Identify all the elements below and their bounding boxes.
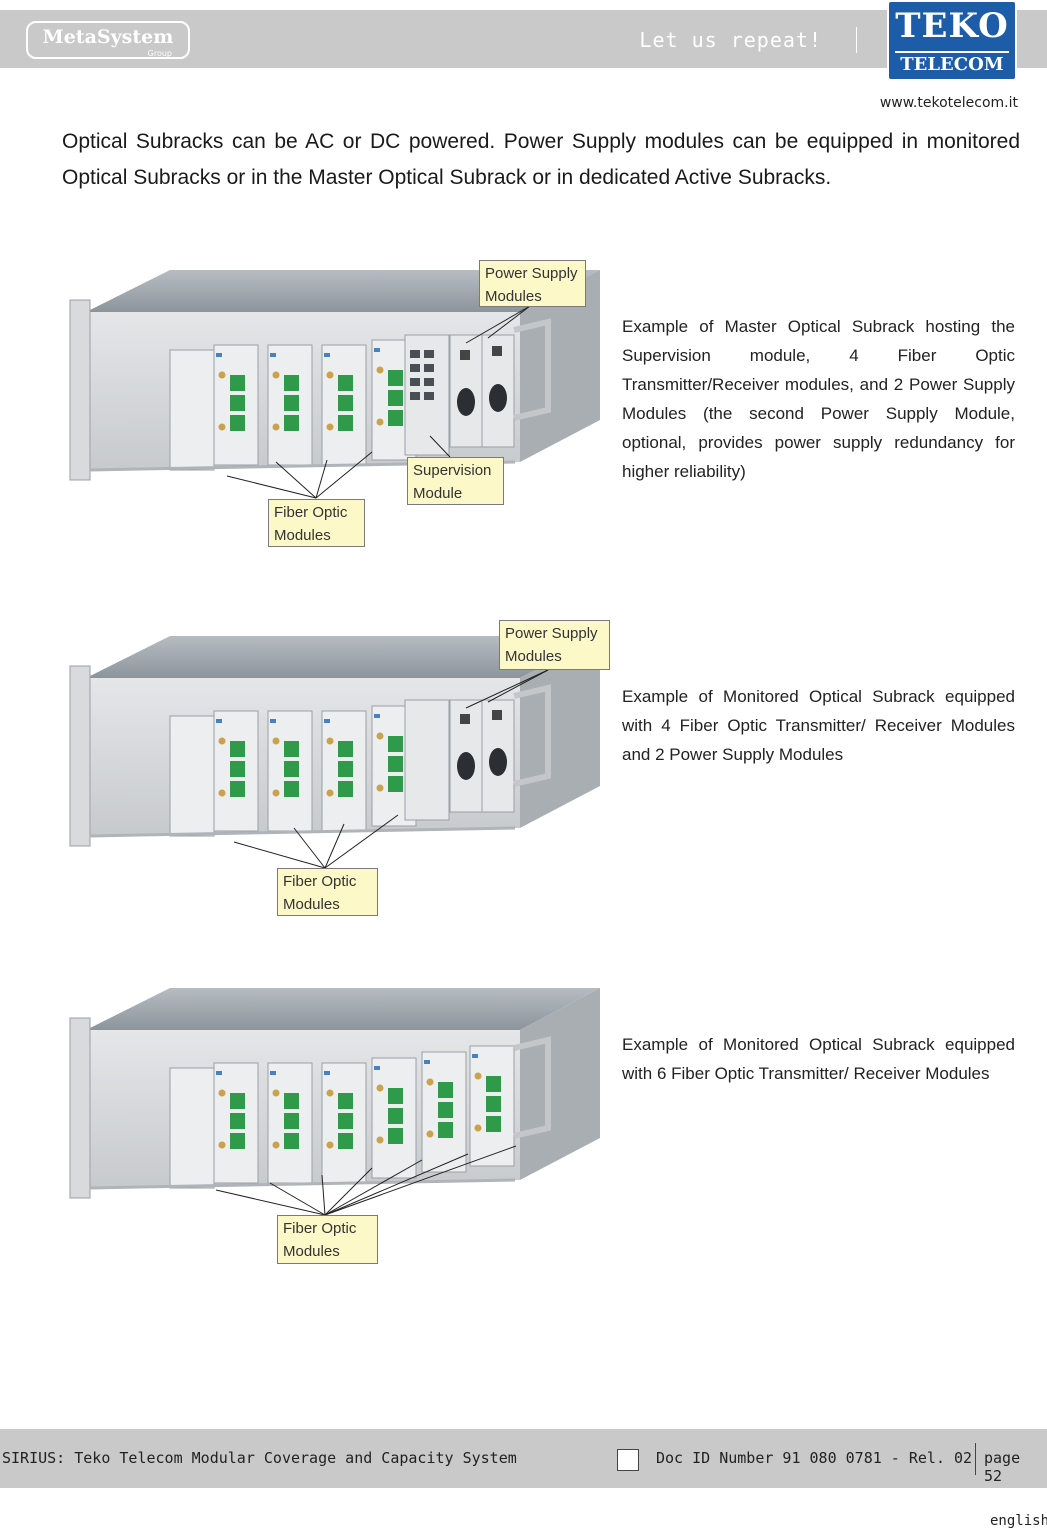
callout-line: Modules bbox=[283, 896, 340, 913]
footer-divider bbox=[975, 1443, 976, 1475]
metasystem-logo-name: MetaSystem bbox=[42, 26, 174, 48]
page-number: page 52 bbox=[984, 1449, 1021, 1485]
footer-document-title: SIRIUS: Teko Telecom Modular Coverage an… bbox=[2, 1449, 517, 1467]
callout-line: Modules bbox=[283, 1243, 340, 1260]
language-label: english bbox=[990, 1513, 1047, 1529]
intro-paragraph: Optical Subracks can be AC or DC powered… bbox=[62, 130, 1020, 189]
callout-line: Fiber Optic bbox=[274, 504, 348, 521]
callout-line: Module bbox=[413, 485, 463, 502]
teko-logo-line2: TELECOM bbox=[900, 54, 1004, 75]
callout-supervision-module: Supervision Module bbox=[407, 457, 504, 505]
website-link[interactable]: www.tekotelecom.it bbox=[879, 95, 1018, 111]
callout-line: Fiber Optic bbox=[283, 1220, 357, 1237]
metasystem-logo: MetaSystem Group bbox=[26, 21, 190, 59]
callout-line: Modules bbox=[274, 527, 331, 544]
callout-line: Power Supply bbox=[505, 625, 598, 642]
master-subrack-image bbox=[69, 270, 600, 481]
callout-fiber-optic-modules: Fiber Optic Modules bbox=[268, 499, 365, 547]
footer-doc-id: Doc ID Number 91 080 0781 - Rel. 02 bbox=[656, 1449, 973, 1467]
footer-marker-box bbox=[617, 1449, 639, 1471]
callout-fiber-optic-modules: Fiber Optic Modules bbox=[277, 868, 378, 916]
rack2-leader-lines bbox=[233, 669, 549, 869]
callout-line: Supervision bbox=[413, 462, 492, 479]
callout-line: Modules bbox=[485, 288, 542, 305]
rack3-leader-lines bbox=[215, 1145, 517, 1216]
footer-bar bbox=[0, 1429, 1047, 1488]
rack1-leader-lines bbox=[226, 305, 531, 499]
header-divider bbox=[856, 27, 857, 53]
example-1-description: Example of Master Optical Subrack hostin… bbox=[622, 317, 1015, 481]
callout-line: Power Supply bbox=[485, 265, 578, 282]
teko-telecom-logo: TEKO TELECOM bbox=[887, 0, 1017, 81]
metasystem-logo-sub: Group bbox=[147, 49, 172, 58]
monitored-subrack-4-fiber-image bbox=[69, 636, 600, 847]
callout-fiber-optic-modules: Fiber Optic Modules bbox=[277, 1215, 378, 1264]
callout-line: Fiber Optic bbox=[283, 873, 357, 890]
example-2-description: Example of Monitored Optical Subrack equ… bbox=[622, 687, 1015, 764]
monitored-subrack-6-fiber-image bbox=[69, 988, 600, 1199]
slogan: Let us repeat! bbox=[639, 28, 822, 52]
teko-logo-rule bbox=[895, 51, 1009, 53]
callout-line: Modules bbox=[505, 648, 562, 665]
callout-power-supply-modules: Power Supply Modules bbox=[479, 260, 586, 307]
example-3-description: Example of Monitored Optical Subrack equ… bbox=[622, 1035, 1015, 1083]
teko-logo-line1: TEKO bbox=[895, 6, 1009, 46]
callout-power-supply-modules: Power Supply Modules bbox=[499, 620, 610, 670]
